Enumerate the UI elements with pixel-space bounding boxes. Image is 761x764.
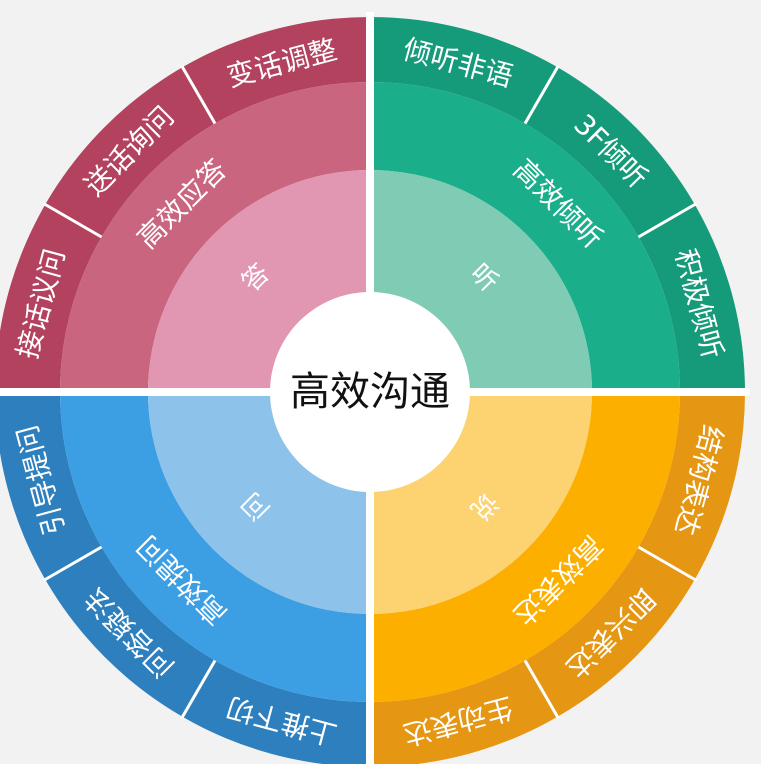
outer-ring-sector bbox=[0, 392, 370, 764]
outer-divider bbox=[180, 659, 217, 720]
outer-divider bbox=[637, 545, 698, 582]
inner-ring-sector bbox=[370, 392, 592, 614]
center-label: 高效沟通 bbox=[290, 369, 450, 415]
inner-ring-sector bbox=[148, 170, 370, 392]
outer-divider bbox=[523, 659, 560, 720]
middle-ring-sector bbox=[60, 392, 370, 702]
outer-divider bbox=[42, 202, 103, 239]
middle-ring-sector bbox=[370, 392, 680, 702]
outer-ring-sector bbox=[370, 17, 745, 392]
middle-ring-sector bbox=[60, 82, 370, 392]
sector-layer bbox=[0, 12, 750, 764]
outer-divider bbox=[42, 545, 103, 582]
outer-divider bbox=[180, 64, 217, 125]
center-circle bbox=[270, 292, 470, 492]
inner-ring-sector bbox=[370, 170, 592, 392]
middle-ring-sector bbox=[370, 82, 680, 392]
outer-ring-sector bbox=[370, 392, 745, 764]
outer-divider bbox=[523, 64, 560, 125]
inner-ring-sector bbox=[148, 392, 370, 614]
outer-divider bbox=[637, 202, 698, 239]
outer-ring-sector bbox=[0, 17, 370, 392]
